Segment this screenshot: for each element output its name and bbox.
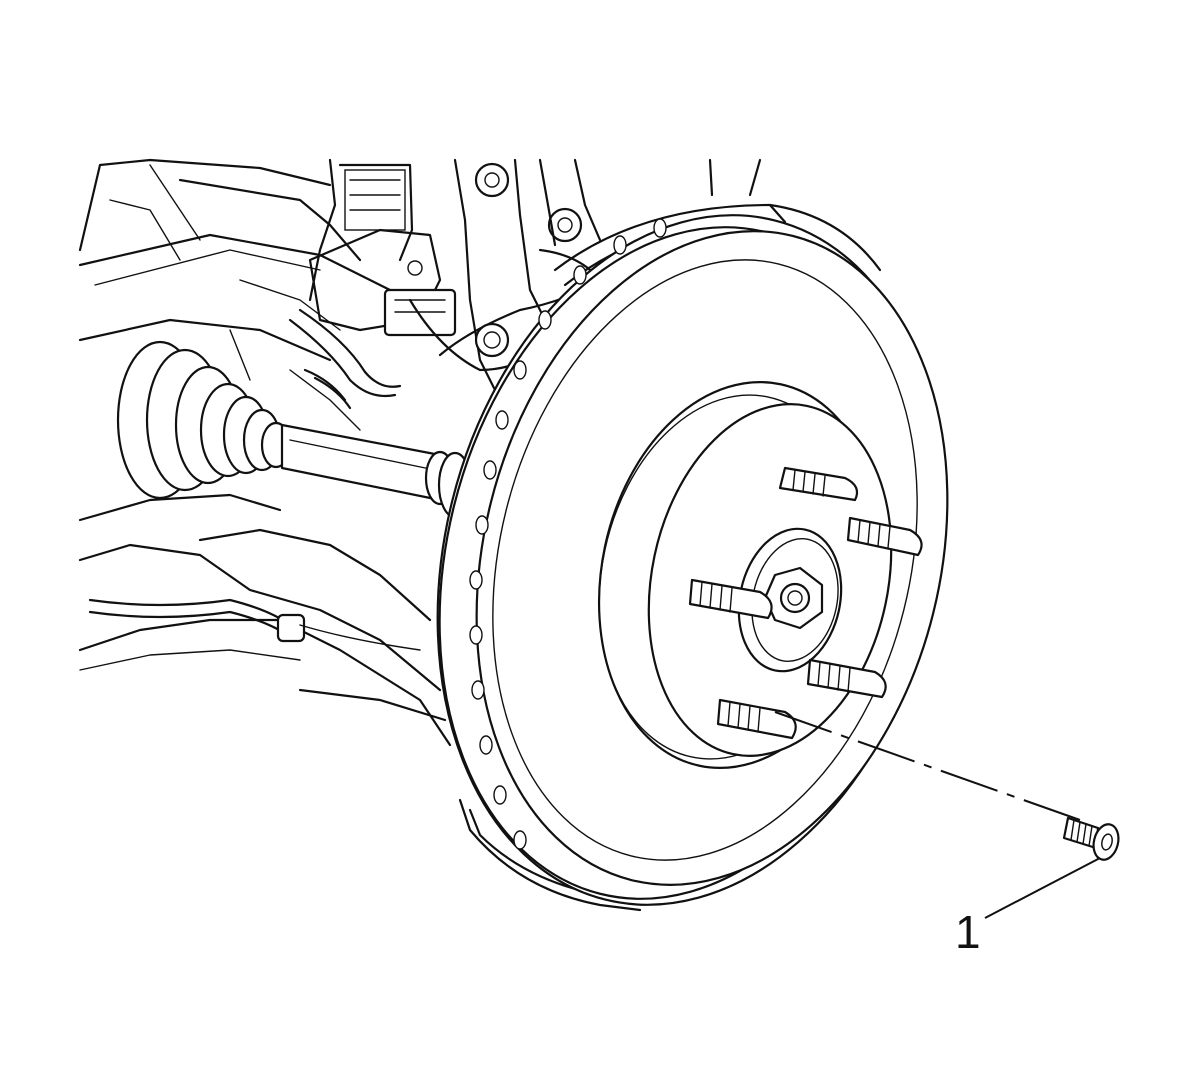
- subframe: [78, 158, 452, 747]
- drive-axle: [116, 340, 473, 519]
- rotor-retaining-screw: [1062, 816, 1120, 861]
- rotor-drill-holes: [469, 218, 667, 850]
- brake-rotor: [436, 214, 949, 906]
- callout-1-label: 1: [955, 906, 981, 958]
- wheel-studs: [688, 466, 923, 740]
- alignment-line: [774, 711, 1081, 821]
- brake-hoses: [88, 308, 421, 651]
- callout-1-leader: [984, 857, 1101, 919]
